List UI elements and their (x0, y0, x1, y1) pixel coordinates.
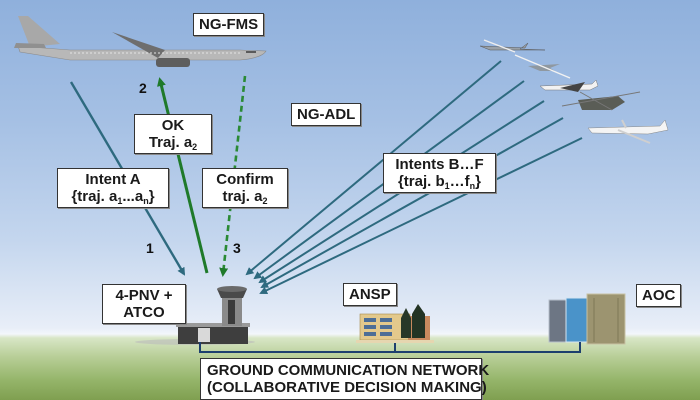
intents-bf-trajectory: {traj. b1…fn} (397, 173, 482, 191)
step-2-number: 2 (139, 80, 147, 96)
intent-b-arrow (245, 60, 502, 276)
ok-message-trajectory: Traj. a2 (148, 134, 198, 152)
widebody-icon (587, 119, 669, 144)
step-3-number: 3 (233, 240, 241, 256)
control-tower-icon (135, 286, 255, 345)
intents-bf-message-box: Intents B…F {traj. b1…fn} (383, 153, 496, 193)
ok-arrow (157, 77, 209, 274)
ansp-building-icon (356, 304, 434, 343)
aircraft-group-icons (479, 39, 669, 144)
ansp-label: ANSP (343, 283, 397, 306)
confirm-trajectory: traj. a2 (222, 188, 268, 206)
intent-f-arrow (259, 137, 583, 294)
helicopter-icon (561, 91, 641, 111)
aoc-servers-icon (548, 293, 626, 345)
intent-a-trajectory: {traj. a1...an} (71, 188, 155, 206)
ground-network-lines (199, 342, 581, 353)
uav-icon-1 (479, 39, 546, 53)
ng-adl-label: NG-ADL (291, 103, 362, 126)
intent-e-arrow (260, 117, 564, 288)
aoc-label: AOC (636, 284, 682, 307)
ground-network-box: GROUND COMMUNICATION NETWORK (COLLABORAT… (200, 358, 489, 400)
intent-a-message-box: Intent A {traj. a1...an} (57, 168, 169, 208)
ok-message-box: OK Traj. a2 (134, 114, 212, 154)
confirm-message-box: Confirm traj. a2 (202, 168, 288, 208)
uav-icon-2 (514, 54, 571, 79)
confirm-arrow (219, 75, 247, 277)
main-aircraft-icon (14, 16, 267, 67)
ng-fms-label: NG-FMS (193, 13, 265, 36)
step-1-number: 1 (146, 240, 154, 256)
pnv-atco-label: 4-PNV + ATCO (102, 284, 186, 324)
airliner-icon (539, 79, 599, 92)
